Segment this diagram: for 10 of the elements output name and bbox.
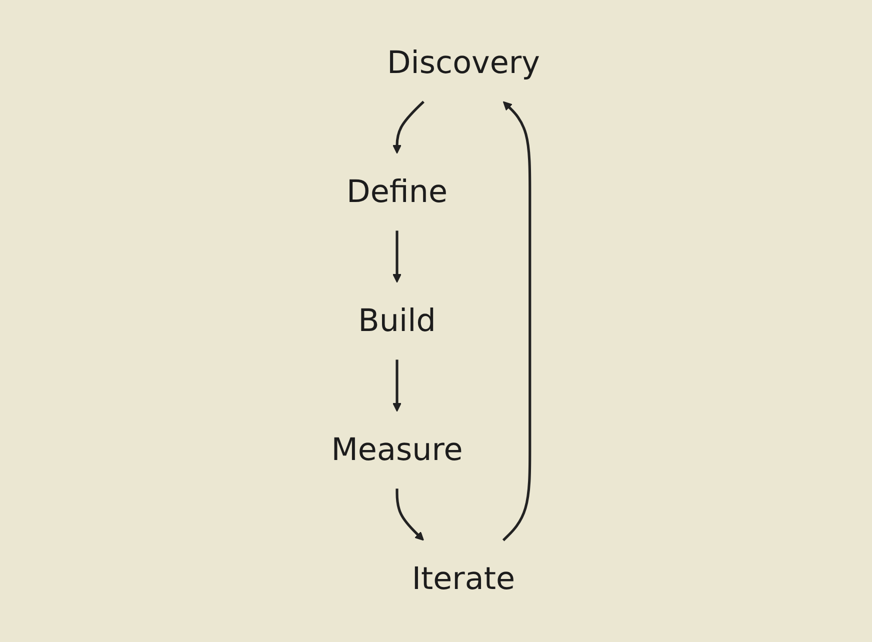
node-text: Discovery [387, 44, 540, 82]
node-text: Define [346, 174, 448, 210]
node-text: Iterate [412, 560, 516, 598]
arrow [502, 101, 532, 542]
arrow [392, 360, 402, 412]
node-text: Build [358, 302, 436, 340]
arrow [392, 100, 425, 154]
arrow [392, 230, 402, 283]
node-text: Measure [332, 432, 464, 468]
arrow [396, 488, 424, 541]
